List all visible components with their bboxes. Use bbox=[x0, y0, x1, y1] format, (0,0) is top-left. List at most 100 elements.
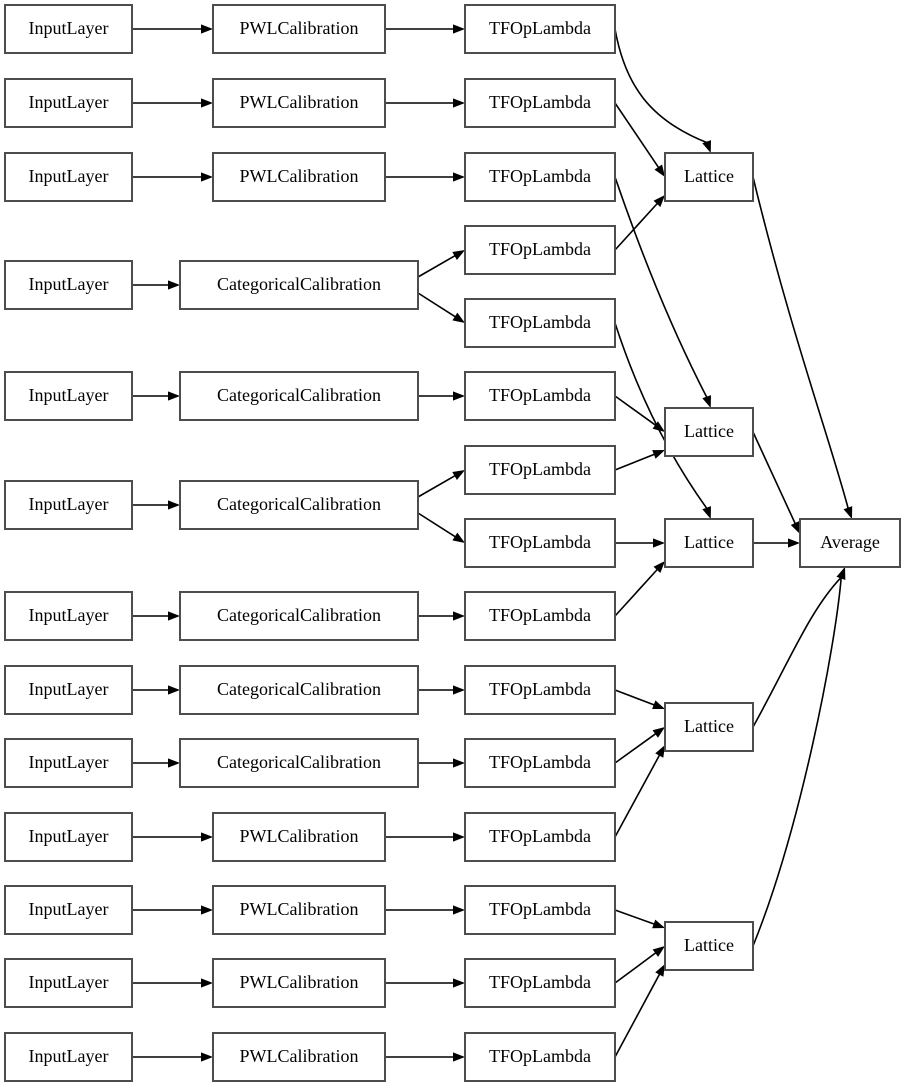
node-cal4[interactable]: CategoricalCalibration bbox=[179, 260, 419, 310]
node-box[interactable] bbox=[212, 958, 386, 1008]
arrowhead-icon bbox=[836, 567, 846, 580]
node-box[interactable] bbox=[464, 591, 616, 641]
node-in2[interactable]: InputLayer bbox=[4, 78, 133, 128]
node-box[interactable] bbox=[212, 812, 386, 862]
node-box[interactable] bbox=[464, 4, 616, 54]
node-in13[interactable]: InputLayer bbox=[4, 1032, 133, 1082]
node-box[interactable] bbox=[179, 665, 419, 715]
node-box[interactable] bbox=[4, 958, 133, 1008]
node-op5[interactable]: TFOpLambda bbox=[464, 298, 616, 348]
node-box[interactable] bbox=[4, 665, 133, 715]
node-lat2[interactable]: Lattice bbox=[664, 407, 754, 457]
node-op3[interactable]: TFOpLambda bbox=[464, 152, 616, 202]
node-box[interactable] bbox=[464, 78, 616, 128]
node-box[interactable] bbox=[664, 407, 754, 457]
node-box[interactable] bbox=[4, 152, 133, 202]
node-cal2[interactable]: PWLCalibration bbox=[212, 78, 386, 128]
node-op12[interactable]: TFOpLambda bbox=[464, 812, 616, 862]
node-box[interactable] bbox=[464, 152, 616, 202]
node-op9[interactable]: TFOpLambda bbox=[464, 591, 616, 641]
node-op10[interactable]: TFOpLambda bbox=[464, 665, 616, 715]
node-in6[interactable]: InputLayer bbox=[4, 480, 133, 530]
node-box[interactable] bbox=[464, 518, 616, 568]
node-box[interactable] bbox=[464, 445, 616, 495]
node-op14[interactable]: TFOpLambda bbox=[464, 958, 616, 1008]
node-box[interactable] bbox=[212, 78, 386, 128]
node-op6[interactable]: TFOpLambda bbox=[464, 371, 616, 421]
node-in4[interactable]: InputLayer bbox=[4, 260, 133, 310]
node-op8[interactable]: TFOpLambda bbox=[464, 518, 616, 568]
node-box[interactable] bbox=[464, 885, 616, 935]
node-cal7[interactable]: CategoricalCalibration bbox=[179, 591, 419, 641]
node-box[interactable] bbox=[4, 4, 133, 54]
node-lat5[interactable]: Lattice bbox=[664, 921, 754, 971]
node-cal11[interactable]: PWLCalibration bbox=[212, 885, 386, 935]
node-in3[interactable]: InputLayer bbox=[4, 152, 133, 202]
node-op11[interactable]: TFOpLambda bbox=[464, 738, 616, 788]
node-box[interactable] bbox=[179, 480, 419, 530]
node-box[interactable] bbox=[464, 225, 616, 275]
node-box[interactable] bbox=[464, 371, 616, 421]
node-box[interactable] bbox=[4, 371, 133, 421]
node-in1[interactable]: InputLayer bbox=[4, 4, 133, 54]
node-box[interactable] bbox=[4, 885, 133, 935]
node-cal6[interactable]: CategoricalCalibration bbox=[179, 480, 419, 530]
node-box[interactable] bbox=[4, 78, 133, 128]
node-box[interactable] bbox=[212, 1032, 386, 1082]
node-box[interactable] bbox=[464, 738, 616, 788]
node-op13[interactable]: TFOpLambda bbox=[464, 885, 616, 935]
node-box[interactable] bbox=[4, 812, 133, 862]
arrowhead-icon bbox=[453, 391, 465, 401]
node-in10[interactable]: InputLayer bbox=[4, 812, 133, 862]
arrowhead-icon bbox=[453, 978, 465, 988]
node-cal5[interactable]: CategoricalCalibration bbox=[179, 371, 419, 421]
node-cal9[interactable]: CategoricalCalibration bbox=[179, 738, 419, 788]
node-lat3[interactable]: Lattice bbox=[664, 518, 754, 568]
node-op2[interactable]: TFOpLambda bbox=[464, 78, 616, 128]
node-box[interactable] bbox=[664, 518, 754, 568]
node-box[interactable] bbox=[799, 518, 901, 568]
node-lat4[interactable]: Lattice bbox=[664, 702, 754, 752]
arrowhead-icon bbox=[652, 421, 665, 432]
node-cal3[interactable]: PWLCalibration bbox=[212, 152, 386, 202]
node-in12[interactable]: InputLayer bbox=[4, 958, 133, 1008]
node-op4[interactable]: TFOpLambda bbox=[464, 225, 616, 275]
node-box[interactable] bbox=[4, 1032, 133, 1082]
node-box[interactable] bbox=[179, 591, 419, 641]
node-avg[interactable]: Average bbox=[799, 518, 901, 568]
node-cal8[interactable]: CategoricalCalibration bbox=[179, 665, 419, 715]
node-box[interactable] bbox=[179, 738, 419, 788]
node-box[interactable] bbox=[664, 702, 754, 752]
node-box[interactable] bbox=[464, 665, 616, 715]
node-in9[interactable]: InputLayer bbox=[4, 738, 133, 788]
node-op1[interactable]: TFOpLambda bbox=[464, 4, 616, 54]
node-in11[interactable]: InputLayer bbox=[4, 885, 133, 935]
node-box[interactable] bbox=[4, 260, 133, 310]
node-in8[interactable]: InputLayer bbox=[4, 665, 133, 715]
node-box[interactable] bbox=[4, 738, 133, 788]
node-box[interactable] bbox=[464, 958, 616, 1008]
node-cal10[interactable]: PWLCalibration bbox=[212, 812, 386, 862]
edge-op5-to-lat3 bbox=[614, 322, 711, 519]
node-cal1[interactable]: PWLCalibration bbox=[212, 4, 386, 54]
node-lat1[interactable]: Lattice bbox=[664, 152, 754, 202]
node-box[interactable] bbox=[4, 480, 133, 530]
node-cal13[interactable]: PWLCalibration bbox=[212, 1032, 386, 1082]
node-op15[interactable]: TFOpLambda bbox=[464, 1032, 616, 1082]
node-box[interactable] bbox=[212, 4, 386, 54]
node-box[interactable] bbox=[464, 1032, 616, 1082]
node-box[interactable] bbox=[179, 371, 419, 421]
node-in5[interactable]: InputLayer bbox=[4, 371, 133, 421]
node-box[interactable] bbox=[464, 298, 616, 348]
node-box[interactable] bbox=[179, 260, 419, 310]
node-box[interactable] bbox=[4, 591, 133, 641]
node-in7[interactable]: InputLayer bbox=[4, 591, 133, 641]
node-cal12[interactable]: PWLCalibration bbox=[212, 958, 386, 1008]
node-box[interactable] bbox=[464, 812, 616, 862]
node-op7[interactable]: TFOpLambda bbox=[464, 445, 616, 495]
node-box[interactable] bbox=[212, 152, 386, 202]
arrowhead-icon bbox=[652, 727, 665, 738]
node-box[interactable] bbox=[664, 921, 754, 971]
node-box[interactable] bbox=[212, 885, 386, 935]
node-box[interactable] bbox=[664, 152, 754, 202]
